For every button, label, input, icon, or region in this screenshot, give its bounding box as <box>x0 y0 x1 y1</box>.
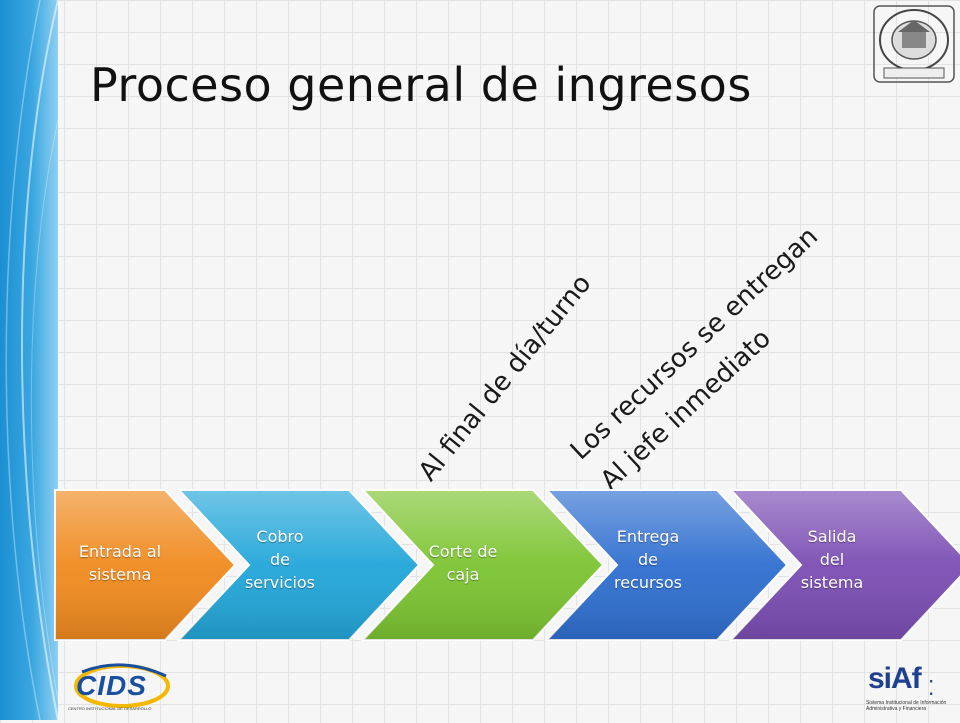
page-title: Proceso general de ingresos <box>90 58 752 112</box>
process-step-chevron <box>728 489 960 641</box>
step-entrega-label: Entrega de recursos <box>613 527 683 592</box>
process-step-chevron <box>176 489 421 641</box>
process-step-gloss <box>363 490 603 640</box>
siaf-logo: siAf ⁚ Sistema Institucional de Informac… <box>860 662 958 718</box>
siaf-caption: Sistema Institucional de Información Adm… <box>866 700 947 712</box>
cids-logo: CIDS CENTRO INSTITUCIONAL DE DESARROLLO <box>62 660 172 718</box>
cids-logo-graphic <box>74 663 170 708</box>
process-step-chevron <box>544 489 789 641</box>
left-decorative-band <box>0 0 58 720</box>
process-step-gloss <box>731 490 960 640</box>
step-entrada-label: Entrada al sistema <box>78 542 162 584</box>
siaf-dots-icon: ⁚ <box>928 678 935 700</box>
cids-caption: CENTRO INSTITUCIONAL DE DESARROLLO <box>68 706 152 711</box>
process-step-gloss <box>547 490 787 640</box>
process-chevrons <box>54 489 960 641</box>
swoosh-lines-decoration <box>5 0 58 720</box>
resources-delivered-annotation: Los recursos se entregan <box>565 221 824 466</box>
step-corte-label: Corte de caja <box>428 542 498 584</box>
end-of-shift-annotation: Al final de día/turno <box>413 269 598 487</box>
process-step-gloss <box>55 490 235 640</box>
process-flow: Entrada al sistema Cobro de servicios Co… <box>0 480 960 650</box>
step-cobro-label: Cobro de servicios <box>244 527 316 592</box>
university-seal-logo <box>868 2 960 86</box>
step-salida-label: Salida del sistema <box>800 527 864 592</box>
cids-wordmark: CIDS <box>76 670 147 701</box>
process-step-gloss <box>179 490 419 640</box>
siaf-wordmark: siAf <box>868 662 922 695</box>
process-step-chevron <box>360 489 605 641</box>
process-step-chevron <box>54 489 237 641</box>
